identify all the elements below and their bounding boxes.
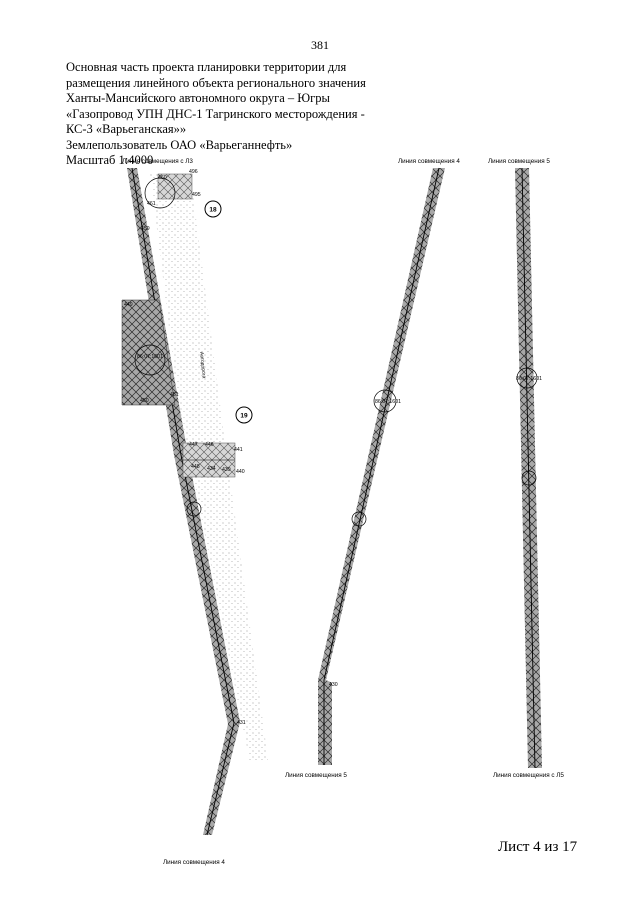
planning-map: Линия совмещения с Л3 Линия совмещения 4… <box>121 158 564 866</box>
sheet-label: Лист 4 из 17 <box>498 839 578 855</box>
point-label: 496 <box>189 169 198 175</box>
point-label: 446 <box>205 442 214 448</box>
match-line-bottom-left: Линия совмещения 4 <box>163 859 225 866</box>
section-marker-19: 19 <box>235 406 253 424</box>
point-label: 439 <box>222 467 231 473</box>
point-label: 459 <box>141 226 150 232</box>
page-number: 381 <box>311 38 329 52</box>
cadastral-label: 86:07:1601 <box>516 376 542 382</box>
scale-line: Масштаб 1:4000 <box>66 153 154 167</box>
match-line-top-left: Линия совмещения с Л3 <box>122 158 193 165</box>
match-line-top-middle: Линия совмещения 4 <box>398 158 460 165</box>
point-labels: 496 495 460 461 459 449 450 451 447 446 … <box>124 169 338 726</box>
title-line: «Газопровод УПН ДНС-1 Тагринского местор… <box>66 106 365 121</box>
point-label: 448 <box>191 464 200 470</box>
match-line-bottom-right: Линия совмещения с Л5 <box>493 772 564 779</box>
road-label: Автодорога <box>198 352 207 379</box>
title-line: размещения линейного объекта регионально… <box>66 75 366 90</box>
point-label: 430 <box>329 682 338 688</box>
section-marker-18: 18 <box>204 200 222 218</box>
title-line: Основная часть проекта планировки террит… <box>66 60 347 74</box>
point-label: 441 <box>234 447 243 453</box>
pipeline-corridor-right <box>515 167 542 769</box>
point-label: 495 <box>192 192 201 198</box>
cadastral-label: 86:07:1601 <box>375 399 401 405</box>
pipeline-corridor-middle <box>318 167 445 765</box>
section-number: 19 <box>240 413 248 420</box>
match-line-top-right: Линия совмещения 5 <box>488 158 550 165</box>
section-number: 18 <box>209 207 217 214</box>
point-label: 431 <box>237 720 246 726</box>
land-user-line: Землепользователь ОАО «Варьеганнефть» <box>66 137 293 152</box>
point-label: 449 <box>124 302 133 308</box>
pipeline-corridor-left <box>121 167 240 836</box>
point-label: 451 <box>170 392 179 398</box>
cadastral-label: 86:07:1601 <box>137 354 163 360</box>
point-label: 440 <box>236 469 245 475</box>
point-label: 434 <box>207 466 216 472</box>
match-line-bottom-middle: Линия совмещения 5 <box>285 772 347 779</box>
point-label: 461 <box>147 201 156 207</box>
point-label: 447 <box>189 442 198 448</box>
title-line: Ханты-Мансийского автономного округа – Ю… <box>66 91 330 105</box>
point-label: 450 <box>140 398 149 404</box>
title-line: КС-3 «Варьеганская»» <box>66 122 187 136</box>
point-label: 460 <box>158 175 167 181</box>
document-title: Основная часть проекта планировки террит… <box>66 60 396 169</box>
